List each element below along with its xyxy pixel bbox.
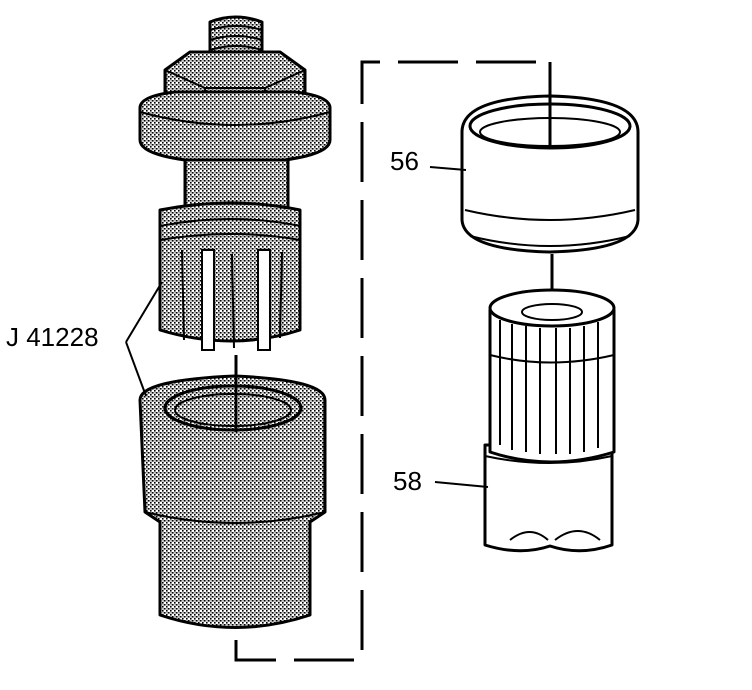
part-58-leader [434,481,489,488]
split-collet [158,201,302,351]
washer-flange [138,90,332,166]
receiver-cup [138,374,327,629]
part-56-leader [429,166,467,171]
tool-assembly [138,15,332,629]
tool-callout-label: J 41228 [6,322,99,352]
part-58-label: 58 [393,466,422,496]
part-56-label: 56 [390,146,419,176]
part-56-cup [460,62,640,254]
tool-leader-lines [125,281,163,397]
part-58-splined-sleeve [483,288,616,553]
